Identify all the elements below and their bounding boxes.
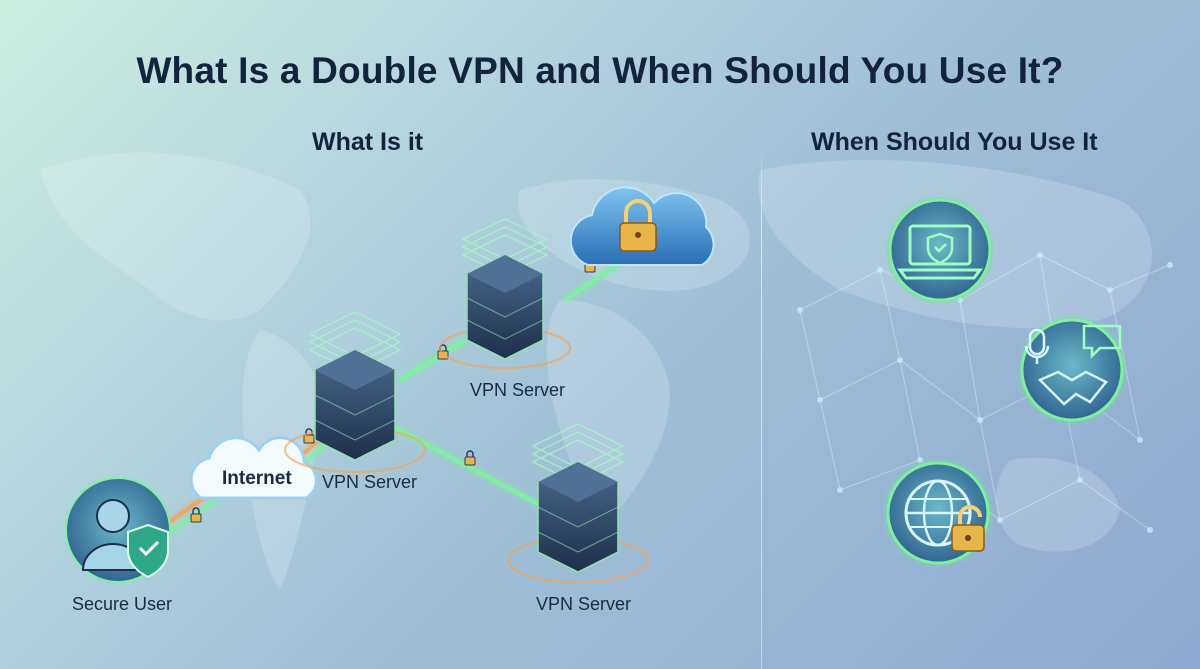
section-title-when-to-use: When Should You Use It	[811, 128, 1098, 156]
vpn-server-1-label: VPN Server	[322, 472, 418, 492]
secure-user-label: Secure User	[72, 594, 173, 614]
vpn-server-3-label: VPN Server	[536, 594, 632, 614]
user-shield-icon	[65, 477, 171, 583]
internet-label: Internet	[222, 468, 292, 489]
vpn-server-2	[439, 218, 571, 369]
globe-unlock-icon	[886, 461, 990, 565]
vpn-server-1	[284, 311, 426, 473]
communication-handshake-icon	[1020, 318, 1124, 422]
vpn-server-2-label: VPN Server	[470, 380, 566, 400]
section-divider	[761, 140, 762, 669]
vpn-server-3	[507, 423, 649, 583]
page-title: What Is a Double VPN and When Should You…	[136, 50, 1064, 91]
laptop-shield-icon	[888, 198, 992, 302]
section-title-what-is-it: What Is it	[312, 128, 424, 156]
cloud-lock-icon	[569, 186, 715, 266]
